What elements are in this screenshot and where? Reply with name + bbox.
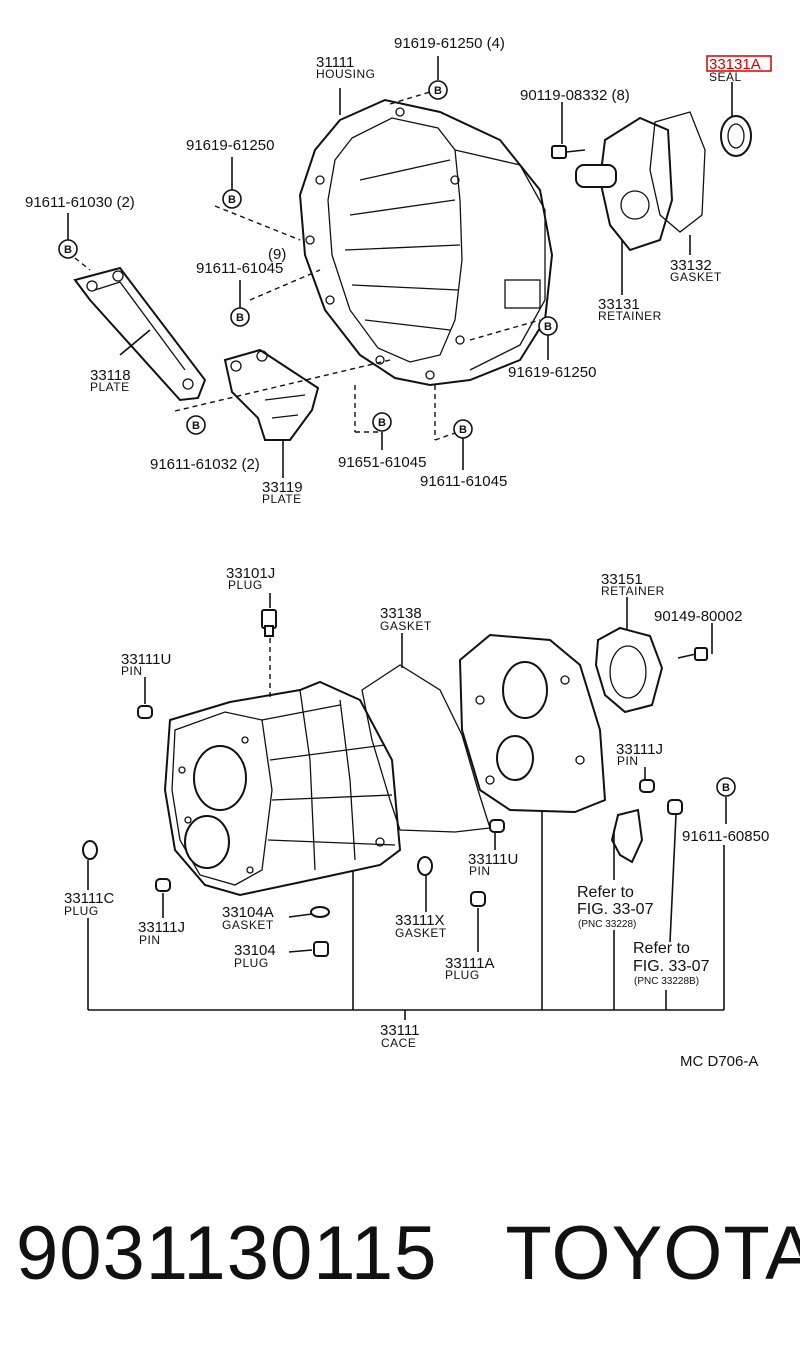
plug-33111A-name: PLUG: [445, 968, 480, 982]
retainer-drawing: [575, 116, 674, 252]
svg-text:B: B: [236, 312, 244, 324]
bolt-plate-top-label: 91611-61030 (2): [25, 194, 135, 211]
svg-text:B: B: [228, 194, 236, 206]
svg-text:B: B: [434, 85, 442, 97]
pin-33111J-number: 33111J: [138, 919, 185, 936]
retainer-33131-number: 33131: [598, 296, 640, 313]
bolt-mid-label: 91611-61045: [196, 260, 283, 277]
pin-33111U-bottom-name: PIN: [469, 864, 491, 878]
plug-33104-number: 33104: [234, 942, 276, 959]
exploded-parts-diagram: B B B B B B B B 31111 HOUSING 91619-6125…: [25, 35, 772, 1070]
plug-33111C-name: PLUG: [64, 904, 99, 918]
seal-drawing: [720, 115, 752, 157]
diagram-code: MC D706-A: [680, 1053, 758, 1070]
seal-number: 33131A: [709, 56, 761, 73]
bolt-top-label: 91619-61250 (4): [394, 35, 505, 52]
bolt-90149-label: 90149-80002: [654, 608, 742, 625]
gasket-33111X-number: 33111X: [395, 912, 445, 929]
svg-text:B: B: [192, 420, 200, 432]
bolt-retainer-label: 90119-08332 (8): [520, 87, 630, 104]
gasket-33104A-number: 33104A: [222, 904, 274, 921]
refer1-line2: FIG. 33-07: [577, 901, 654, 918]
bolt-b-icon: B: [372, 412, 392, 432]
retainer-bolt-drawing: [551, 145, 586, 159]
plug-33111A-number: 33111A: [445, 955, 495, 972]
refer2-line3: (PNC 33228B): [634, 976, 699, 987]
plate-33118-drawing: [73, 266, 207, 402]
gasket-33132-number: 33132: [670, 257, 712, 274]
svg-text:B: B: [544, 321, 552, 333]
bolt-bottom-right-label: 91611-61045: [420, 473, 507, 490]
plate-33119-name: PLATE: [262, 492, 302, 506]
gasket-33132-name: GASKET: [670, 270, 722, 284]
bolt-b-icon: B: [222, 189, 242, 209]
plate-33119-drawing: [223, 348, 320, 441]
bolt-right-label: 91619-61250: [508, 364, 596, 381]
gasket-33111X-name: GASKET: [395, 926, 447, 940]
svg-text:B: B: [64, 244, 72, 256]
pin-33111U-bottom-number: 33111U: [468, 851, 518, 868]
retainer-33131-name: RETAINER: [598, 309, 662, 323]
seal-name: SEAL: [709, 70, 742, 84]
retainer-33151-number: 33151: [601, 571, 643, 588]
qty-9-label: (9): [268, 246, 286, 263]
bolt-left-top-label: 91619-61250: [186, 137, 274, 154]
plug-33101J-name: PLUG: [228, 578, 263, 592]
bolt-b-icon: B: [230, 307, 250, 327]
case-name: CACE: [381, 1036, 416, 1050]
refer2-line2: FIG. 33-07: [633, 958, 710, 975]
transmission-case-drawing: [163, 680, 402, 897]
svg-text:B: B: [722, 782, 730, 794]
pin-33111U-top-number: 33111U: [121, 651, 171, 668]
bolt-91611-60850-label: 91611-60850: [682, 828, 769, 845]
plate-33119-number: 33119: [262, 479, 303, 496]
refer2-line1: Refer to: [633, 940, 690, 957]
case-number: 33111: [380, 1022, 420, 1039]
bolt-b-icon: B: [716, 777, 736, 797]
refer1-line3: (PNC 33228): [578, 919, 636, 930]
seal-highlight-box: [706, 55, 772, 72]
gasket-33104A-name: GASKET: [222, 918, 274, 932]
retainer-33151-drawing: [594, 626, 664, 714]
extension-plate-drawing: [458, 633, 607, 814]
brand-name: TOYOTA: [505, 1211, 800, 1296]
clutch-housing-drawing: [298, 98, 554, 387]
bolt-plate-bottom-label: 91611-61032 (2): [150, 456, 260, 473]
plug-33101J-number: 33101J: [226, 565, 275, 582]
bolt-b-icon: B: [186, 415, 206, 435]
bolt-91651-label: 91651-61045: [338, 454, 426, 471]
part-caption: 9031130115 TOYOTA: [16, 1210, 800, 1297]
svg-text:B: B: [459, 424, 467, 436]
plate-33118-name: PLATE: [90, 380, 130, 394]
pin-33111J-name: PIN: [139, 933, 161, 947]
refer1-line1: Refer to: [577, 884, 634, 901]
housing-number: 31111: [316, 54, 354, 71]
svg-text:B: B: [378, 417, 386, 429]
bolt-b-icon: B: [58, 239, 78, 259]
gasket-33138-number: 33138: [380, 605, 422, 622]
bolt-b-icon: B: [428, 80, 448, 100]
plug-33111C-number: 33111C: [64, 890, 114, 907]
retainer-33151-name: RETAINER: [601, 584, 665, 598]
pin-33111J-right-name: PIN: [617, 754, 639, 768]
bolt-b-icon: B: [538, 316, 558, 336]
bolt-b-icon: B: [453, 419, 473, 439]
plate-33118-number: 33118: [90, 367, 131, 384]
plug-33101J-drawing: [261, 609, 277, 637]
retainer-bolt-90149-drawing: [677, 647, 708, 661]
housing-name: HOUSING: [316, 67, 376, 81]
pin-33111J-right-number: 33111J: [616, 741, 663, 758]
gasket-33138-name: GASKET: [380, 619, 432, 633]
gasket-33132-drawing: [649, 111, 706, 233]
pin-33111U-top-name: PIN: [121, 664, 143, 678]
small-parts-drawings: [82, 705, 683, 957]
part-number: 9031130115: [16, 1211, 438, 1296]
plug-33104-name: PLUG: [234, 956, 269, 970]
